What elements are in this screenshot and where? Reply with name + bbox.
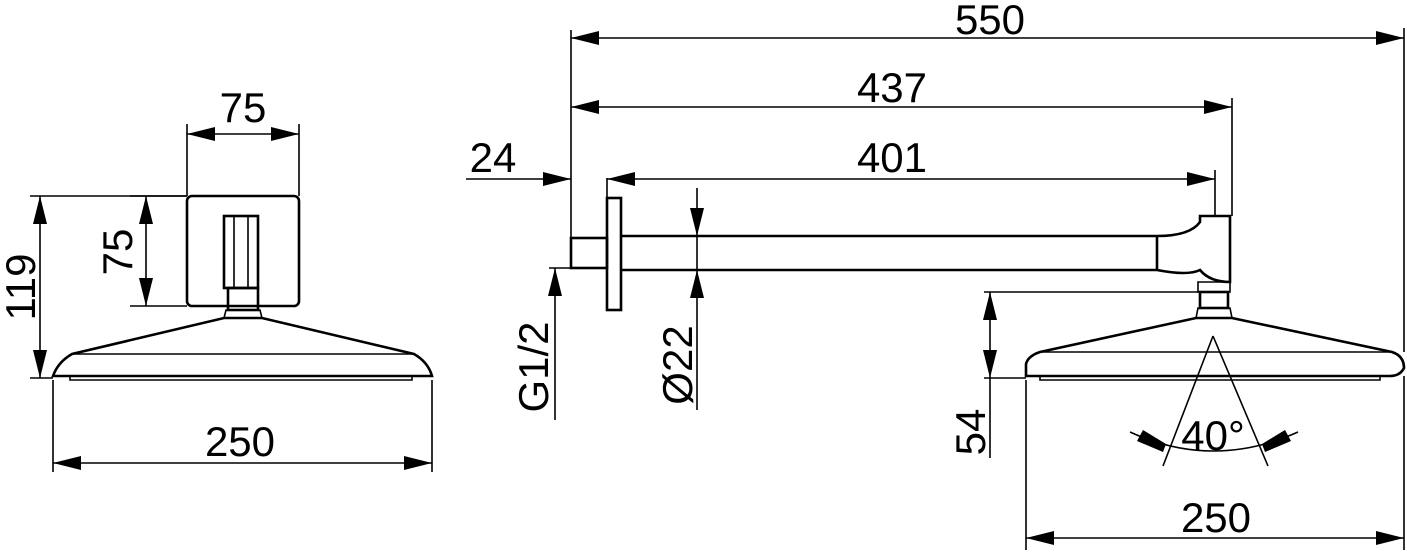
wall-plate — [185, 194, 301, 308]
shower-head-side — [1024, 316, 1406, 378]
dim-total-height: 119 — [0, 254, 44, 321]
spray-angle-label: 40° — [1181, 412, 1245, 459]
dim-flange-offset: 24 — [470, 134, 517, 181]
thread-label: G1/2 — [510, 321, 557, 412]
wall-flange — [605, 196, 623, 312]
arm-diameter-label: Ø22 — [654, 325, 701, 404]
dim-length-to-mount: 437 — [857, 64, 927, 111]
dim-head-height: 54 — [947, 409, 994, 456]
dim-arm-length: 401 — [857, 134, 927, 181]
thread-stub — [569, 236, 609, 270]
dim-head-width-side: 250 — [1181, 494, 1251, 541]
dim-connector-width: 75 — [220, 84, 267, 131]
elbow — [1155, 214, 1232, 284]
shower-head-front — [51, 316, 434, 378]
dim-connector-height: 75 — [94, 229, 141, 276]
dim-overall-length: 550 — [955, 0, 1025, 43]
side-view: 550 437 401 24 G1/2 Ø22 54 40° — [466, 0, 1406, 550]
dim-head-width-front: 250 — [205, 418, 275, 465]
front-view: 75 75 119 250 — [0, 84, 434, 472]
arm-body — [222, 214, 260, 290]
shower-arm — [621, 234, 1157, 272]
